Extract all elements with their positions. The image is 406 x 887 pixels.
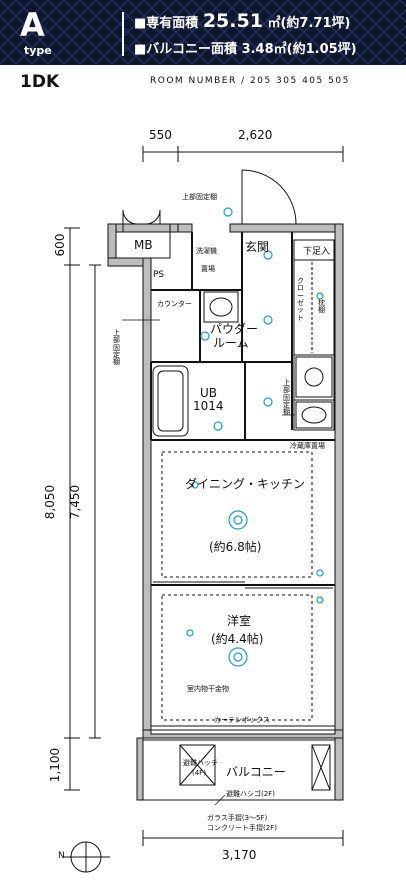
dining-size-label: (約6.8帖) (209, 540, 262, 554)
balcony-area-label: ■バルコニー面積 (134, 42, 238, 57)
dim-left-total: 8,050 (43, 484, 57, 520)
compass-label: N (58, 851, 65, 861)
powder-room-label-1: パウダー (210, 322, 259, 336)
dimension-lines (64, 146, 344, 846)
walls (107, 223, 344, 801)
header-pattern (0, 0, 406, 65)
balcony-area: ■バルコニー面積 3.48㎡(約1.05坪) (134, 38, 357, 57)
ps-label: PS (153, 270, 165, 280)
room-number: ROOM NUMBER / 205 305 405 505 (150, 76, 350, 86)
kitchen-equipment (295, 356, 333, 429)
railing-note-2: コンクリート手摺(2F) (207, 824, 277, 832)
ub-size-label: 1014 (193, 399, 224, 413)
header-divider (122, 12, 124, 56)
shoe-box-label: 下足入 (303, 247, 331, 257)
exclusive-area-label: ■専有面積 (134, 16, 199, 31)
balcony-outline (142, 739, 336, 801)
exclusive-area-value: 25.51 (202, 10, 263, 32)
balcony-area-value: 3.48㎡(約1.05坪) (241, 42, 357, 57)
escape-hatch-label-2: (4F) (192, 769, 206, 777)
dim-left-top: 600 (53, 233, 67, 257)
upper-cabinet-left-note: 上部固定棚 (113, 329, 120, 367)
escape-ladder-label: 避難ハシゴ(2F) (226, 790, 275, 798)
window (150, 725, 336, 735)
dim-left-bottom: 1,100 (48, 747, 62, 783)
dim-left-inner: 7,450 (68, 484, 82, 520)
western-room-label: 洋室 (227, 614, 252, 628)
upper-cabinet-right-note: 上部固定棚 (283, 379, 290, 417)
upper-cabinet-top-note: 上部固定棚 (182, 193, 217, 201)
mb-label: MB (134, 238, 153, 252)
layout-type: 1DK (20, 72, 60, 92)
entrance-label: 玄関 (245, 240, 270, 254)
indoor-dryer-label: 室内物干金物 (187, 685, 229, 693)
escape-hatch-label-1: 避難ハッチ (183, 759, 218, 767)
entrance-door (241, 169, 297, 225)
curtain-box-label: カーテンボックス (214, 716, 270, 724)
leader-lines (122, 319, 295, 806)
bath-tub (152, 365, 189, 437)
partitions (150, 232, 335, 586)
counter-label: カウンター (157, 300, 192, 308)
exclusive-area-unit: ㎡(約7.71坪) (267, 16, 351, 31)
ub-label: UB (200, 386, 218, 400)
compass-icon (64, 841, 110, 873)
fridge-label: 冷蔵庫置場 (290, 442, 325, 450)
exclusive-area: ■専有面積 25.51 ㎡(約7.71坪) (134, 10, 350, 32)
mb-doors (122, 209, 161, 225)
washer-label: 洗濯機 (196, 247, 217, 255)
dim-top-right: 2,620 (238, 128, 273, 142)
type-label: type (24, 44, 52, 57)
dim-bottom-width: 3,170 (222, 848, 257, 862)
western-size-label: (約4.4帖) (211, 632, 264, 646)
closet-label: クローゼット (297, 277, 304, 322)
sliding-door (153, 581, 333, 589)
washer-pan-label: 置場 (201, 265, 215, 273)
balcony-label: バルコニー (226, 765, 286, 779)
type-letter: A (20, 6, 45, 44)
dashed-lines (161, 451, 313, 721)
electrical-symbols (186, 207, 324, 667)
shelf-label: 枕棚 (318, 299, 325, 315)
plan-header: A type ■専有面積 25.51 ㎡(約7.71坪) ■バルコニー面積 3.… (0, 0, 406, 65)
closet-outline (293, 239, 335, 431)
mb-box (115, 231, 171, 259)
railing-note-1: ガラス手摺(3〜5F) (207, 814, 268, 822)
dim-top-left: 550 (149, 128, 172, 142)
powder-room-label-2: ルーム (213, 336, 249, 350)
washbasin (203, 291, 239, 323)
dining-kitchen-label: ダイニング・キッチン (185, 477, 306, 491)
